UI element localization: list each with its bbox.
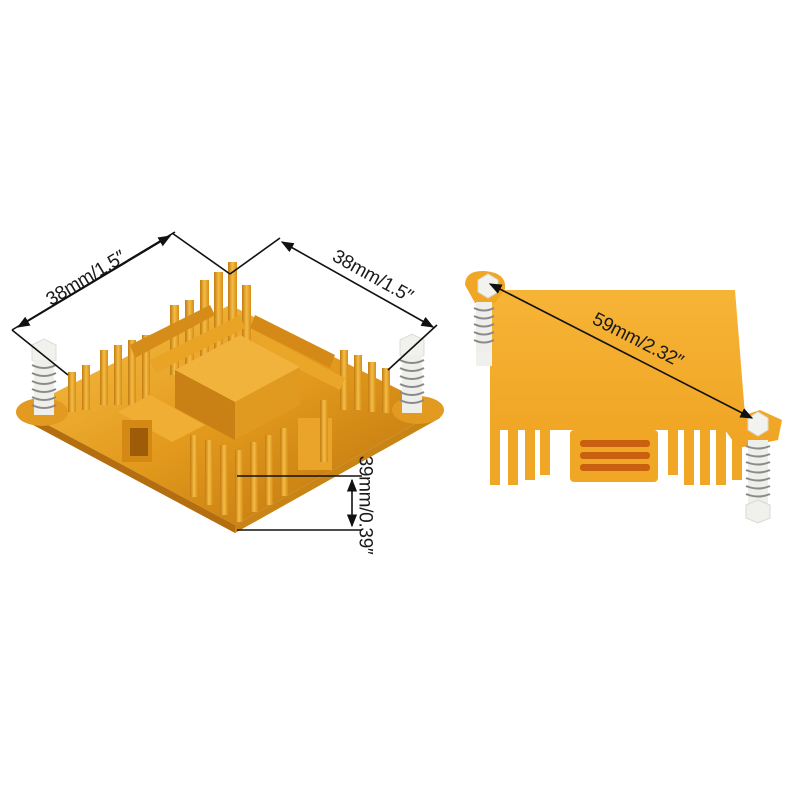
left-height-label: 39mm/0.39″ <box>354 455 376 555</box>
fin-array <box>68 262 390 522</box>
flat-base-plate <box>490 290 782 448</box>
diagonal-dimension-line <box>488 283 754 419</box>
push-pin-top-left <box>473 273 499 366</box>
left-heatsink <box>16 262 444 533</box>
dimension-lines-left <box>11 231 438 531</box>
right-heatsink <box>465 270 782 524</box>
push-pin-left <box>31 338 57 415</box>
center-block <box>175 335 300 402</box>
push-pin-bottom-right <box>745 411 771 524</box>
push-pin-right <box>399 333 425 413</box>
center-vent <box>580 440 650 471</box>
